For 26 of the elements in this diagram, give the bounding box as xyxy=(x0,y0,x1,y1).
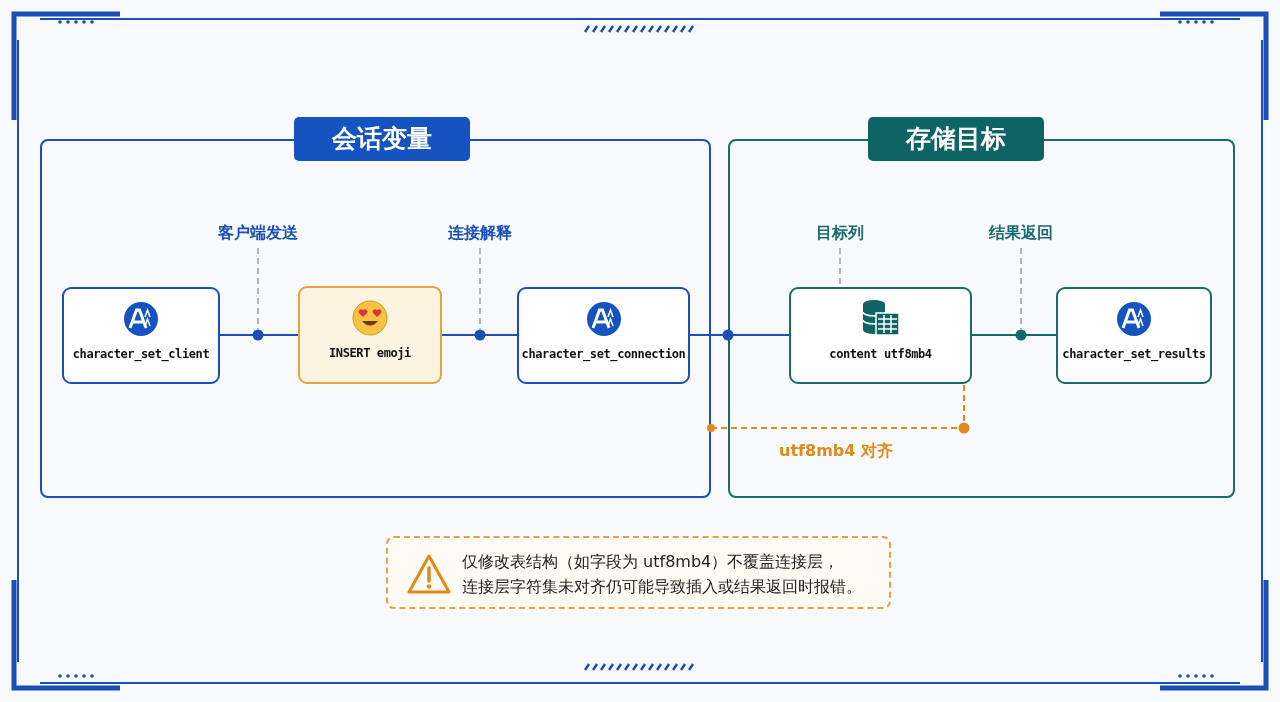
process-box xyxy=(789,287,972,384)
column-label: 连接解释 xyxy=(440,221,520,245)
connector xyxy=(689,329,790,341)
warning-text: 仅修改表结构（如字段为 utf8mb4）不覆盖连接层，连接层字符集未对齐仍可能导致插入或结果返回时报错。 xyxy=(462,551,863,598)
connector xyxy=(219,329,299,341)
column-label: 结果返回 xyxy=(981,221,1061,245)
process-box xyxy=(1056,287,1212,384)
connector xyxy=(441,329,518,341)
node-label: character_set_connection xyxy=(520,347,687,361)
node-label: INSERT emoji xyxy=(328,346,412,360)
panel-title: 会话变量 xyxy=(294,117,470,161)
process-box xyxy=(62,287,220,384)
column-label: 客户端发送 xyxy=(213,221,303,245)
process-box xyxy=(298,286,442,384)
connector xyxy=(971,329,1057,341)
connector xyxy=(707,383,970,434)
node-label: content utf8mb4 xyxy=(828,347,933,361)
node-label: character_set_results xyxy=(1061,347,1207,361)
panel-title: 存储目标 xyxy=(868,117,1044,161)
warning-note xyxy=(386,536,891,609)
leader-line xyxy=(257,247,259,330)
node-label: character_set_client xyxy=(71,347,211,361)
column-label: 目标列 xyxy=(805,221,875,245)
leader-line xyxy=(1020,247,1022,330)
process-box xyxy=(517,287,690,384)
leader-line xyxy=(479,247,481,330)
